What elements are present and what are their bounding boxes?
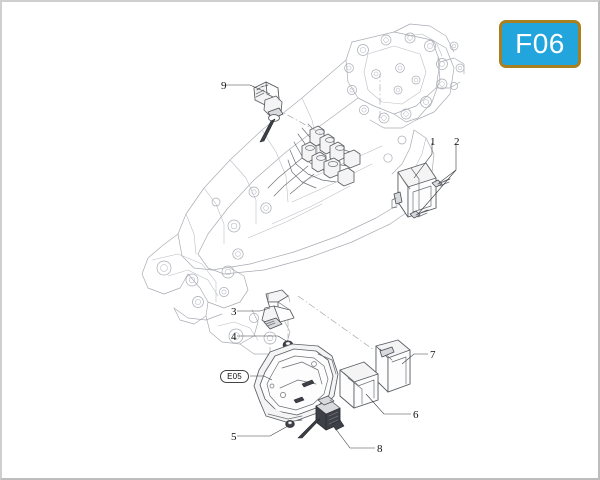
callout-number-5[interactable]: 5: [231, 431, 237, 443]
reference-badge-e05[interactable]: E05: [220, 370, 249, 383]
part-screws-2: [409, 178, 451, 219]
reference-badge-label: E05: [227, 371, 242, 381]
callout-number-2[interactable]: 2: [454, 136, 460, 148]
callout-number-7[interactable]: 7: [430, 349, 436, 361]
callout-number-8[interactable]: 8: [377, 443, 383, 455]
callout-number-3[interactable]: 3: [231, 306, 237, 318]
callout-number-1[interactable]: 1: [430, 136, 436, 148]
callout-number-9[interactable]: 9: [221, 80, 227, 92]
section-code-badge: F06: [499, 20, 581, 68]
part-ecu-1: [391, 162, 437, 218]
callout-number-4[interactable]: 4: [231, 331, 237, 343]
part-connector-8: [297, 395, 345, 439]
screw-upper: [431, 178, 451, 188]
callout-number-6[interactable]: 6: [413, 409, 419, 421]
part-sensor-9: [253, 81, 284, 143]
part-relay-box-7: [375, 339, 411, 393]
part-battery-tray-e05: [253, 343, 339, 423]
part-bracket-3: [261, 289, 295, 330]
screw-lower: [409, 209, 429, 219]
leader-lines: [226, 84, 457, 449]
section-code-text: F06: [515, 28, 565, 59]
wiring-harness: [267, 123, 361, 197]
